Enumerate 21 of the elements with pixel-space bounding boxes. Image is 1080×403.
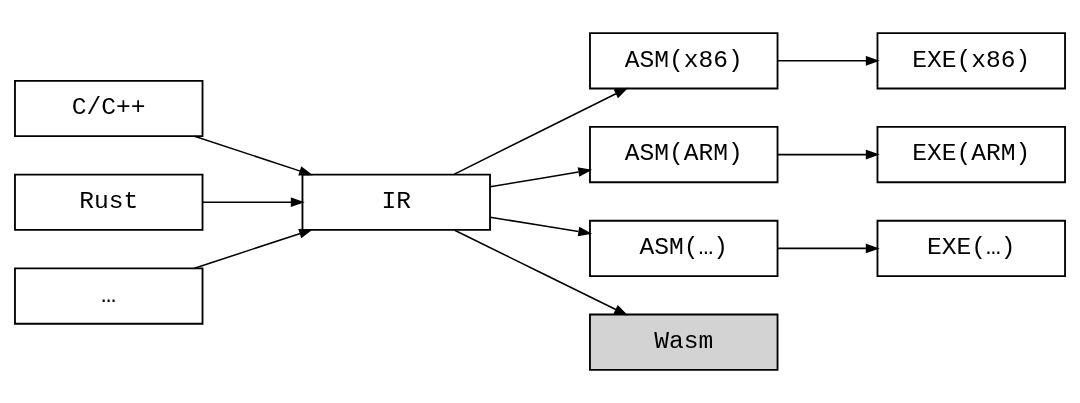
node-box: Rust [14, 173, 204, 231]
arrow [489, 167, 593, 188]
arrow [776, 149, 880, 160]
node-box: ASM(…) [589, 219, 779, 277]
node-box: … [14, 267, 204, 325]
node-box: EXE(ARM) [876, 126, 1066, 184]
arrow [201, 197, 305, 208]
node-box: EXE(…) [876, 219, 1066, 277]
node-box: EXE(x86) [876, 32, 1066, 90]
arrow [453, 229, 629, 316]
node-box: Wasm [589, 313, 779, 371]
node-box: C/C++ [14, 79, 204, 138]
arrow [193, 135, 313, 176]
arrow [453, 87, 629, 176]
arrow [776, 243, 880, 254]
node-box: ASM(ARM) [589, 126, 779, 184]
arrow [489, 216, 593, 237]
node-box: IR [301, 173, 491, 231]
arrow [776, 55, 880, 66]
node-box: ASM(x86) [589, 32, 779, 90]
arrow [193, 228, 313, 270]
